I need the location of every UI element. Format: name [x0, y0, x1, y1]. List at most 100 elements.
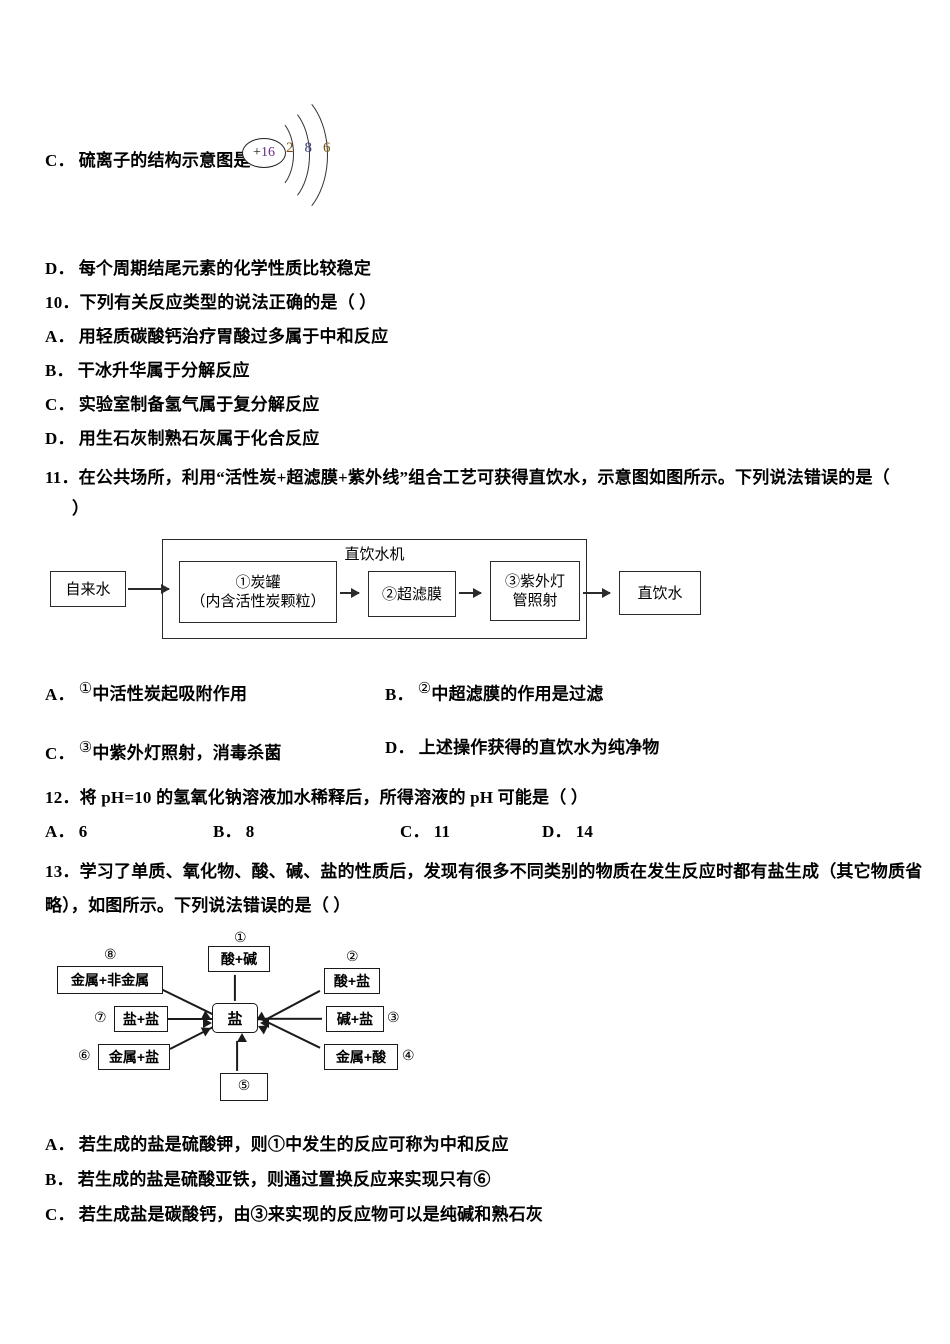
option-text-b: 8	[245, 822, 255, 841]
question-12-number: 12．	[45, 788, 80, 807]
shell-1-electrons: 2	[286, 140, 305, 156]
question-12-option-d: D．14	[542, 821, 593, 843]
question-11-number: 11．	[45, 468, 79, 487]
nucleus-charge-circle: +16	[242, 138, 286, 168]
nucleus-proton-number: 16	[260, 145, 275, 160]
flow-box-tap-water: 自来水	[50, 571, 126, 607]
option-label-d: D．	[45, 259, 75, 278]
option-text-a: 6	[78, 822, 88, 841]
question-11-option-a: A．①中活性炭起吸附作用	[45, 678, 247, 706]
option-label-c: C．	[45, 1205, 75, 1224]
option-label-b: B．	[385, 684, 414, 704]
option-text-c: 若生成盐是碳酸钙，由③来实现的反应物可以是纯碱和熟石灰	[78, 1205, 544, 1224]
option-label-c: C．	[45, 151, 75, 170]
option-label-d: D．	[385, 738, 415, 757]
question-10-stem: 10．下列有关反应类型的说法正确的是（ ）	[45, 292, 376, 314]
salt-route-number-5: ⑤	[237, 1079, 251, 1094]
option-text-c: 中紫外灯照射，消毒杀菌	[92, 743, 282, 763]
salt-route-box-5: ⑤	[220, 1073, 268, 1101]
salt-route-box-7: 盐+盐	[114, 1006, 168, 1032]
option-label-b: B．	[45, 1170, 74, 1189]
flow-machine-title: 直饮水机	[344, 546, 405, 563]
salt-route-box-2: 酸+盐	[324, 968, 380, 994]
flow-box-drinking-water: 直饮水	[619, 571, 701, 615]
flow-box-ultrafiltration-membrane: ②超滤膜	[368, 571, 456, 617]
flow-box-uv-line1: ③紫外灯	[504, 573, 565, 590]
flow-box-carbon-line1: ①炭罐	[235, 574, 281, 591]
shell-2-electrons: 8	[304, 140, 323, 156]
question-10-stem-text: 下列有关反应类型的说法正确的是（ ）	[79, 293, 377, 312]
question-13-option-a: A．若生成的盐是硫酸钾，则①中发生的反应可称为中和反应	[45, 1134, 509, 1156]
question-12-stem-text: 将 pH=10 的氢氧化钠溶液加水稀释后，所得溶液的 pH 可能是（ ）	[79, 788, 589, 807]
option-label-b: B．	[213, 822, 242, 841]
option-text-d: 14	[575, 822, 594, 841]
option-label-b: B．	[45, 361, 74, 380]
salt-route-number-6: ⑥	[78, 1049, 91, 1064]
option-text-d: 每个周期结尾元素的化学性质比较稳定	[78, 259, 372, 278]
salt-route-number-2: ②	[346, 950, 359, 965]
option-label-a: A．	[45, 684, 75, 704]
option-text-b: 若生成的盐是硫酸亚铁，则通过置换反应来实现只有⑥	[77, 1170, 491, 1189]
option-label-c: C．	[45, 395, 75, 414]
salt-route-box-4: 金属+酸	[324, 1044, 398, 1070]
option-label-d: D．	[542, 822, 572, 841]
question-13-option-c: C．若生成盐是碳酸钙，由③来实现的反应物可以是纯碱和熟石灰	[45, 1204, 543, 1226]
salt-route-number-8: ⑧	[104, 948, 117, 963]
sulfide-ion-structure-diagram: +16 286	[236, 86, 346, 222]
nucleus-plus-sign: +	[253, 145, 261, 160]
option-text-a: 用轻质碳酸钙治疗胃酸过多属于中和反应	[78, 327, 389, 346]
flow-arrow-1	[128, 584, 170, 594]
option-b-circled-number: ②	[417, 681, 432, 697]
question-11-option-d: D．上述操作获得的直饮水为纯净物	[385, 737, 660, 759]
flow-arrow-4	[583, 588, 611, 598]
flow-box-carbon-tank: ①炭罐 （内含活性炭颗粒）	[179, 561, 337, 623]
question-12-option-b: B．8	[213, 821, 254, 843]
salt-route-number-7: ⑦	[94, 1011, 107, 1026]
question-13-number: 13．	[45, 862, 80, 881]
salt-formation-diagram: 盐 酸+碱 酸+盐 碱+盐 金属+酸 ⑤ 金属+盐 盐+盐 金属+非金属 ① ②…	[48, 930, 468, 1112]
option-text-c: 11	[433, 822, 451, 841]
option-label-a: A．	[45, 822, 75, 841]
salt-route-number-1: ①	[234, 931, 247, 946]
option-label-d: D．	[45, 429, 75, 448]
flow-box-uv-lamp: ③紫外灯 管照射	[490, 561, 580, 621]
question-11-stem-line1: 11．在公共场所，利用“活性炭+超滤膜+紫外线”组合工艺可获得直饮水，示意图如图…	[45, 467, 890, 489]
option-label-a: A．	[45, 327, 75, 346]
question-12-option-a: A．6	[45, 821, 87, 843]
option-text-a: 中活性炭起吸附作用	[92, 684, 248, 704]
option-text-d: 上述操作获得的直饮水为纯净物	[418, 738, 660, 757]
question-10-option-c: C．实验室制备氢气属于复分解反应	[45, 394, 320, 416]
water-purifier-flow-diagram: 自来水 直饮水机 ①炭罐 （内含活性炭颗粒） ②超滤膜 ③紫外灯 管照射 直饮水	[50, 533, 710, 648]
salt-route-box-1: 酸+碱	[208, 946, 270, 972]
question-11-option-b: B．②中超滤膜的作用是过滤	[385, 678, 603, 706]
shell-3-electrons: 6	[323, 140, 342, 156]
flow-box-uv-line2: 管照射	[512, 592, 558, 609]
option-text-c: 硫离子的结构示意图是	[78, 151, 251, 170]
option-c-circled-number: ③	[78, 740, 93, 756]
option-text-a: 若生成的盐是硫酸钾，则①中发生的反应可称为中和反应	[78, 1135, 509, 1154]
salt-route-box-6: 金属+盐	[98, 1044, 170, 1070]
question-10-option-d: D．用生石灰制熟石灰属于化合反应	[45, 428, 320, 450]
option-text-c: 实验室制备氢气属于复分解反应	[78, 395, 320, 414]
salt-route-number-3: ③	[387, 1011, 400, 1026]
flow-box-carbon-line2: （内含活性炭颗粒）	[190, 593, 326, 610]
option-label-a: A．	[45, 1135, 75, 1154]
question-12-option-c: C．11	[400, 821, 450, 843]
question-10-number: 10．	[45, 293, 80, 312]
question-12-stem: 12．将 pH=10 的氢氧化钠溶液加水稀释后，所得溶液的 pH 可能是（ ）	[45, 787, 588, 809]
option-text-b: 干冰升华属于分解反应	[77, 361, 250, 380]
option-a-circled-number: ①	[78, 681, 93, 697]
flow-arrow-3	[459, 588, 482, 598]
salt-route-box-3: 碱+盐	[326, 1006, 384, 1032]
question-9-option-c: C．硫离子的结构示意图是	[45, 150, 251, 172]
question-11-stem-line2: ）	[72, 499, 90, 518]
flow-arrow-2	[340, 588, 360, 598]
question-10-option-a: A．用轻质碳酸钙治疗胃酸过多属于中和反应	[45, 326, 388, 348]
electron-configuration: 286	[286, 140, 342, 157]
option-text-d: 用生石灰制熟石灰属于化合反应	[78, 429, 320, 448]
electron-shell-3-arc	[238, 88, 328, 222]
question-13-stem-line1: 13．学习了单质、氧化物、酸、碱、盐的性质后，发现有很多不同类别的物质在发生反应…	[45, 861, 922, 883]
question-13-stem-line2: 略），如图所示。下列说法错误的是（ ）	[45, 896, 351, 915]
salt-route-number-4: ④	[402, 1049, 415, 1064]
